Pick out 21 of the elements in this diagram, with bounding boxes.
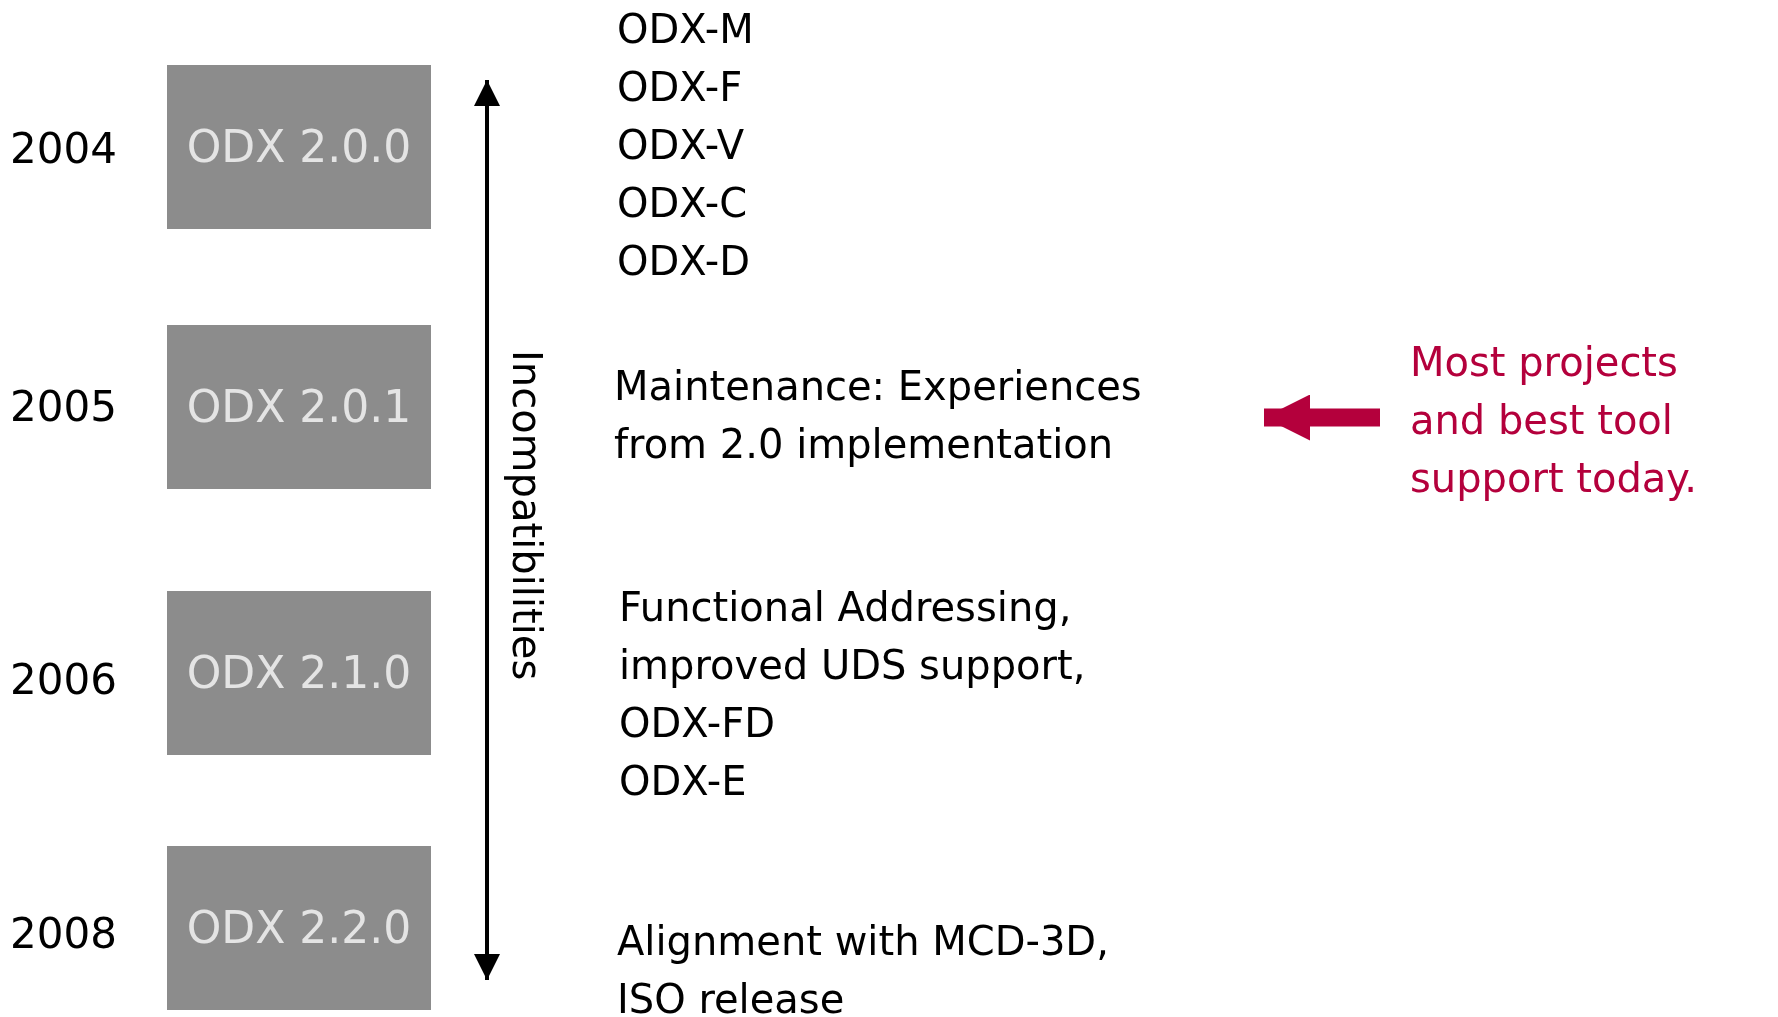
description-text: ODX-FD [619, 699, 775, 748]
version-box: ODX 2.1.0 [167, 591, 431, 755]
description-text: ODX-C [617, 179, 748, 228]
version-box: ODX 2.0.1 [167, 325, 431, 489]
description-text: Alignment with MCD-3D, ISO release [617, 917, 1110, 1017]
axis-label: Incompatibilities [505, 350, 549, 681]
description-text: ODX-D [617, 237, 750, 286]
description-text: ODX-M [617, 5, 754, 54]
year-label: 2005 [10, 381, 117, 433]
description-text: ODX-V [617, 121, 745, 170]
description-text: Functional Addressing, improved UDS support, [619, 583, 1087, 690]
version-box: ODX 2.2.0 [167, 846, 431, 1010]
description-text: Maintenance: Experiences from 2.0 implementation [614, 357, 1214, 473]
note-text: Most projects and best tool support today. [1410, 333, 1740, 507]
year-label: 2008 [10, 908, 117, 960]
arrow [1264, 394, 1380, 441]
year-label: 2004 [10, 123, 117, 175]
version-box: ODX 2.0.0 [167, 65, 431, 229]
description-text: ODX-F [617, 63, 743, 112]
year-label: 2006 [10, 654, 117, 706]
description-text: ODX-E [619, 757, 747, 806]
